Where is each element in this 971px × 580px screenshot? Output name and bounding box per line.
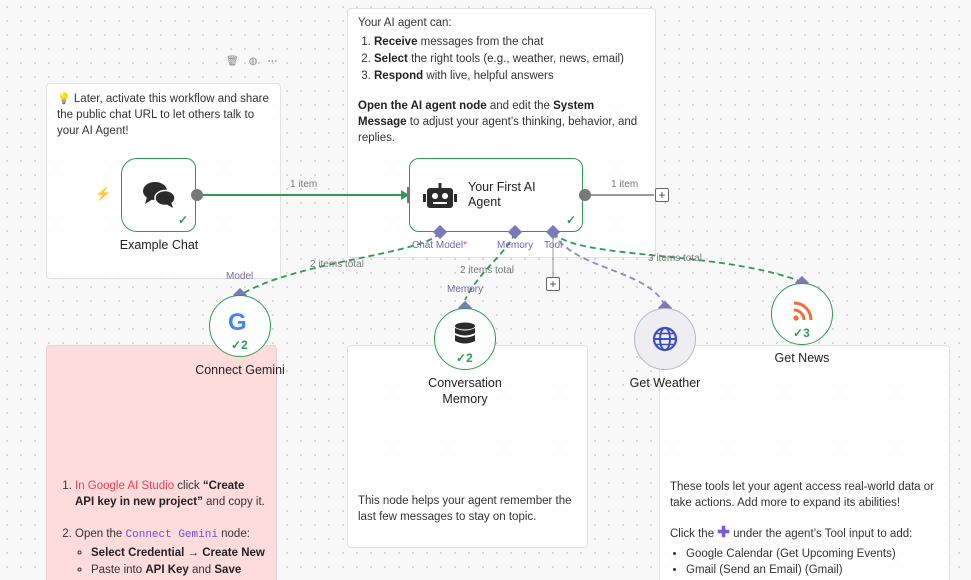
sticky-toolbar: 🗑 ◍ ⋯ xyxy=(226,56,277,67)
connect-gemini-node[interactable]: G ✓2 xyxy=(209,295,271,357)
sticky-note-memory[interactable]: This node helps your agent remember the … xyxy=(347,345,588,548)
port-label-tool: Tool xyxy=(544,240,563,251)
success-check-icon: ✓2 xyxy=(456,351,473,365)
trigger-bolt-icon: ⚡ xyxy=(95,186,112,201)
list-item: Open the Connect Gemini node: Select Cre… xyxy=(75,526,266,578)
example-chat-label: Example Chat xyxy=(119,238,199,252)
port-label-model-in: Model xyxy=(226,271,254,282)
port-label-memory-in: Memory xyxy=(447,284,484,295)
conversation-memory-node[interactable]: ✓2 xyxy=(434,308,496,370)
google-g-icon: G xyxy=(228,309,247,336)
list-item: Select the right tools (e.g., weather, n… xyxy=(374,51,645,67)
connect-gemini-label: Connect Gemini xyxy=(195,363,285,377)
wire-label-tools: 3 items total xyxy=(648,253,702,264)
sticky-memory-text: This node helps your agent remember the … xyxy=(358,495,572,523)
success-check-icon: ✓ xyxy=(565,213,576,227)
list-item: Receive messages from the chat xyxy=(374,34,645,50)
wire-model xyxy=(239,232,441,296)
agent-title: Your First AI Agent xyxy=(468,180,536,209)
conversation-memory-label: Conversation Memory xyxy=(428,376,502,406)
google-ai-studio-link[interactable]: In Google AI Studio xyxy=(75,480,175,492)
port-label-memory: Memory xyxy=(497,240,534,251)
wire-label-chat-agent: 1 item xyxy=(290,179,317,190)
sticky-note-tools[interactable]: These tools let your agent access real-w… xyxy=(659,345,950,580)
sticky-agent-instructions: Open the AI agent node and edit the Syst… xyxy=(358,100,638,144)
wire-label-agent-out: 1 item xyxy=(611,179,638,190)
sticky-note-gemini[interactable]: In Google AI Studio click “Create API ke… xyxy=(46,345,277,580)
wire-arrow xyxy=(401,190,409,200)
gemini-steps-list: In Google AI Studio click “Create API ke… xyxy=(59,478,266,578)
sticky-intro-text: Later, activate this workflow and share … xyxy=(57,93,269,137)
list-item: Google Calendar (Get Upcoming Events) xyxy=(686,546,939,562)
output-handle[interactable] xyxy=(579,189,591,201)
success-check-icon: ✓ xyxy=(177,213,188,227)
sticky-tools-click: Click the ✚ under the agent’s Tool input… xyxy=(670,524,913,541)
output-handle[interactable] xyxy=(191,189,203,201)
database-icon xyxy=(455,322,475,344)
example-chat-node[interactable]: ✓ xyxy=(121,158,196,232)
lightbulb-icon: 💡 xyxy=(57,93,71,105)
more-options-icon[interactable]: ⋯ xyxy=(267,56,278,67)
list-item: Select Credential → Create New xyxy=(91,545,266,561)
add-tool-button[interactable]: + xyxy=(546,277,560,291)
rss-icon xyxy=(792,300,814,322)
sticky-tools-text: These tools let your agent access real-w… xyxy=(670,481,934,509)
list-item: In Google AI Studio click “Create API ke… xyxy=(75,478,266,510)
wire-label-model: 2 items total xyxy=(310,259,364,270)
get-news-label: Get News xyxy=(774,351,830,365)
get-weather-label: Get Weather xyxy=(629,376,701,390)
agent-capabilities-list: Receive messages from the chat Select th… xyxy=(358,34,645,84)
wire-memory xyxy=(464,232,516,301)
port-label-chat-model: Chat Model* xyxy=(412,240,468,251)
add-node-button[interactable]: + xyxy=(655,188,669,202)
success-check-icon: ✓2 xyxy=(231,338,248,352)
success-check-icon: ✓3 xyxy=(793,326,810,340)
color-palette-icon[interactable]: ◍ xyxy=(248,56,258,67)
list-item: Paste into API Key and Save xyxy=(91,562,266,578)
tools-suggestions-list: Google Calendar (Get Upcoming Events) Gm… xyxy=(670,546,939,578)
chat-bubbles-icon xyxy=(143,182,176,208)
get-news-node[interactable]: ✓3 xyxy=(771,283,833,345)
wire-tool-weather xyxy=(552,232,666,307)
plus-icon: ✚ xyxy=(717,524,730,541)
list-item: Respond with live, helpful answers xyxy=(374,68,645,84)
sticky-agent-heading: Your AI agent can: xyxy=(358,17,452,29)
globe-icon xyxy=(652,326,678,352)
wire-label-memory: 2 items total xyxy=(460,265,514,276)
robot-icon xyxy=(423,183,457,208)
get-weather-node[interactable] xyxy=(634,308,696,370)
list-item: Gmail (Send an Email) (Gmail) xyxy=(686,562,939,578)
trash-icon[interactable]: 🗑 xyxy=(226,56,239,67)
ai-agent-node[interactable]: Your First AI Agent ✓ xyxy=(409,158,583,232)
